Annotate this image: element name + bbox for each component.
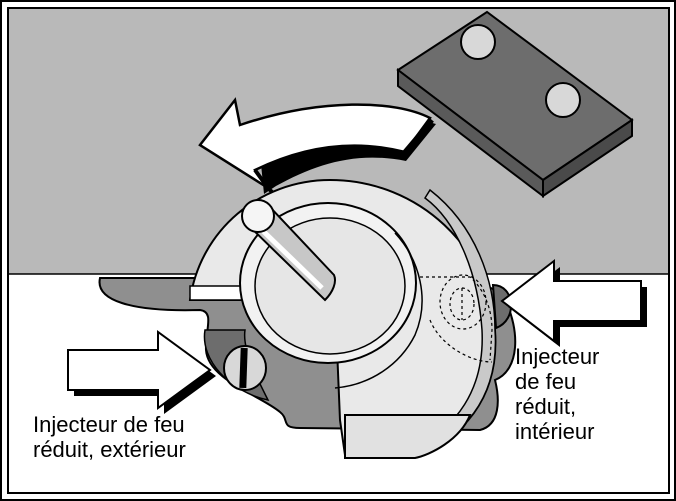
control-knob [188,178,497,459]
inner-label-line-4: intérieur [515,419,595,444]
inner-label-line-3: réduit, [515,394,577,419]
outer-injector-label: Injecteur de feu réduit, extérieur [33,412,186,462]
bracket-hole-1 [460,24,496,60]
inner-label-line-2: de feu [515,369,577,394]
mounting-bracket [396,10,634,199]
inner-frame [7,7,670,494]
bracket-hole-2 [545,82,581,118]
inner-injector-label: Injecteur de feu réduit, intérieur [515,344,599,444]
outer-pilot-injector [223,345,267,391]
outer-injector-pointer-arrow [67,330,216,414]
valve-shaft [241,199,336,302]
outer-label-line-2: réduit, extérieur [33,437,186,462]
inner-injector-pointer-arrow [500,258,647,347]
rotation-arrow-icon [198,97,436,194]
inner-label-line-1: Injecteur [515,344,600,369]
outer-label-line-1: Injecteur de feu [33,412,185,437]
